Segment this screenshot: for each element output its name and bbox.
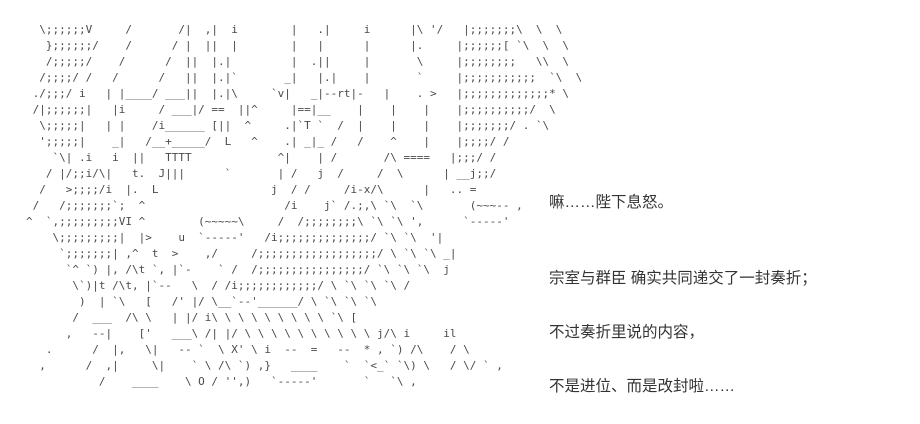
ascii-art-character: \;;;;;;V / /| ,| i | .| i |\ '/ |;;;;;;;… bbox=[26, 23, 583, 388]
dialogue-line-2: 宗室与群臣 确实共同递交了一封奏折； bbox=[549, 270, 817, 287]
dialogue-line-4: 不是进位、而是改封啦…… bbox=[549, 378, 736, 395]
dialogue-line-1: 嘛……陛下息怒。 bbox=[549, 194, 674, 211]
dialogue-paragraph: 宗室与群臣 确实共同递交了一封奏折； 不过奏折里说的内容， 不是进位、而是改封啦… bbox=[549, 234, 817, 424]
dialogue-line-3: 不过奏折里说的内容， bbox=[549, 324, 705, 341]
